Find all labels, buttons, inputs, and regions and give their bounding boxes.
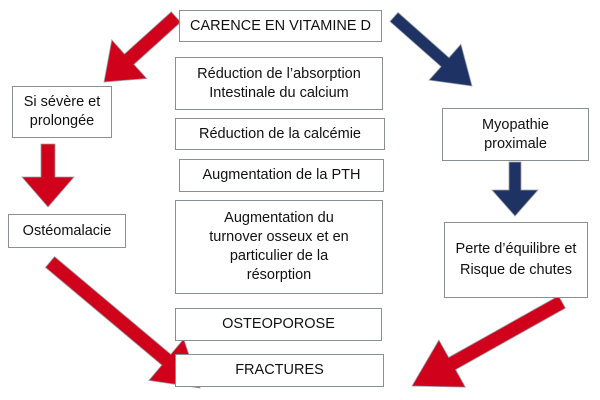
box-turnover: Augmentation du turnover osseux et en pa… [175,200,383,294]
box-augmentation-pth: Augmentation de la PTH [179,159,384,192]
arrow-to-osteomalacie [21,143,75,208]
box-reduction-absorption: Réduction de l’absorption Intestinale du… [175,57,383,110]
box-osteoporose: OSTEOPOROSE [175,308,382,341]
arrow-to-si-severe [103,11,182,83]
box-carence: CARENCE EN VITAMINE D [179,10,382,42]
box-fractures: FRACTURES [175,354,384,387]
box-si-severe: Si sévère et prolongée [12,86,112,138]
arrow-to-myopathie [389,11,473,87]
box-myopathie: Myopathie proximale [442,108,589,161]
box-osteomalacie: Ostéomalacie [8,214,126,248]
box-perte-equilibre: Perte d’équilibre et Risque de chutes [444,222,588,298]
box-reduction-calcemie: Réduction de la calcémie [175,118,385,150]
arrow-to-perte-equilibre [491,161,539,217]
arrow-chutes-to-fractures [411,295,566,388]
